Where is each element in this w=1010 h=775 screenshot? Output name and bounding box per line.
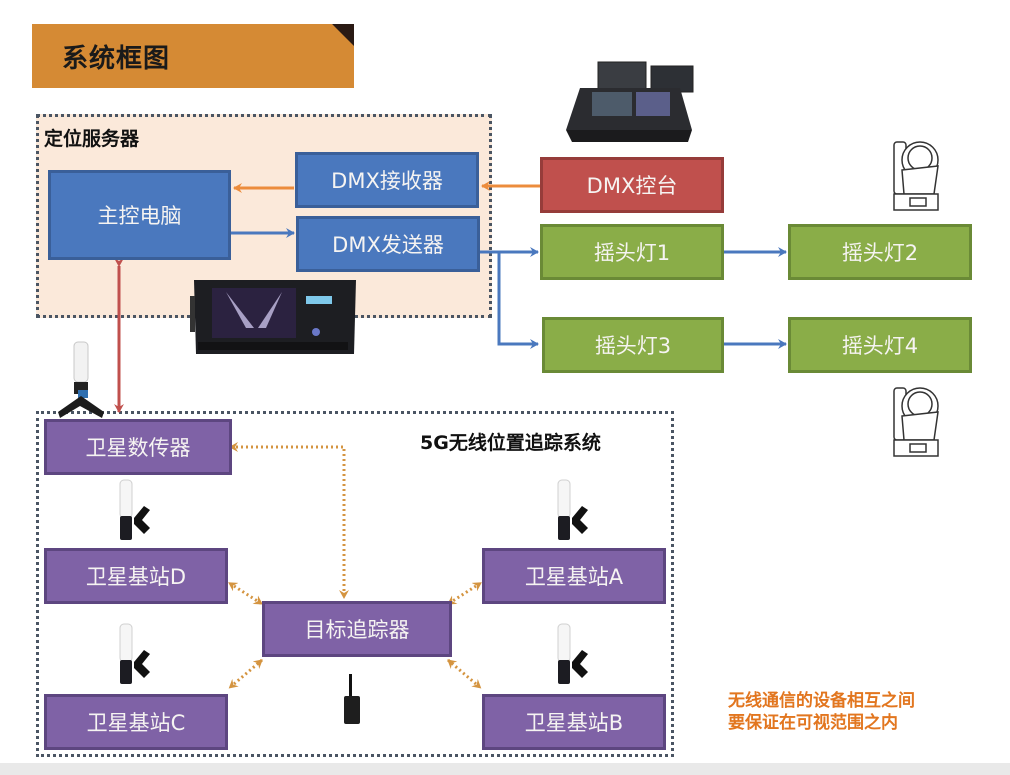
moving-head-light-image-bottom [893,387,939,457]
note-line-2: 要保证在可视范围之内 [728,713,898,733]
sat-transmitter-antenna-image [58,341,104,418]
wireless-tracking-label: 5G无线位置追踪系统 [420,432,601,454]
wireless-link-transmitter-tracker [229,442,349,599]
positioning-server-label: 定位服务器 [44,128,140,150]
base-station-d-antenna-image [119,479,150,540]
footer-bar [0,763,1010,775]
node-moving-head-3: 摇头灯3 [542,317,724,373]
node-base-station-b: 卫星基站B [482,694,666,750]
node-sat-transmitter: 卫星数传器 [44,419,232,475]
base-station-b-antenna-image [557,623,588,684]
page-title: 系统框图 [62,44,171,74]
node-dmx-receiver: DMX接收器 [295,152,479,208]
node-main-pc: 主控电脑 [48,170,231,260]
node-moving-head-2: 摇头灯2 [788,224,972,280]
wireless-link-station-a-tracker [447,582,482,606]
node-target-tracker: 目标追踪器 [262,601,452,657]
node-base-station-c: 卫星基站C [44,694,228,750]
lighting-console-image [566,61,694,142]
base-station-c-antenna-image [119,623,150,684]
node-moving-head-1: 摇头灯1 [540,224,724,280]
node-base-station-a: 卫星基站A [482,548,666,604]
node-moving-head-4: 摇头灯4 [788,317,972,373]
moving-head-light-image-top [893,141,939,211]
wireless-link-station-c-tracker [228,658,263,689]
tracker-tag-image [344,674,360,724]
node-dmx-sender: DMX发送器 [296,216,480,272]
base-station-a-antenna-image [557,479,588,540]
server-rack-image [190,280,356,354]
wireless-link-station-b-tracker [447,658,482,689]
node-base-station-d: 卫星基站D [44,548,228,604]
note-line-1: 无线通信的设备相互之间 [728,691,915,711]
line-of-sight-note: 无线通信的设备相互之间 要保证在可视范围之内 [728,690,915,734]
title-banner [32,24,354,88]
wireless-link-station-d-tracker [228,582,263,606]
node-dmx-console: DMX控台 [540,157,724,213]
arrow-sender-to-head3 [497,252,539,349]
